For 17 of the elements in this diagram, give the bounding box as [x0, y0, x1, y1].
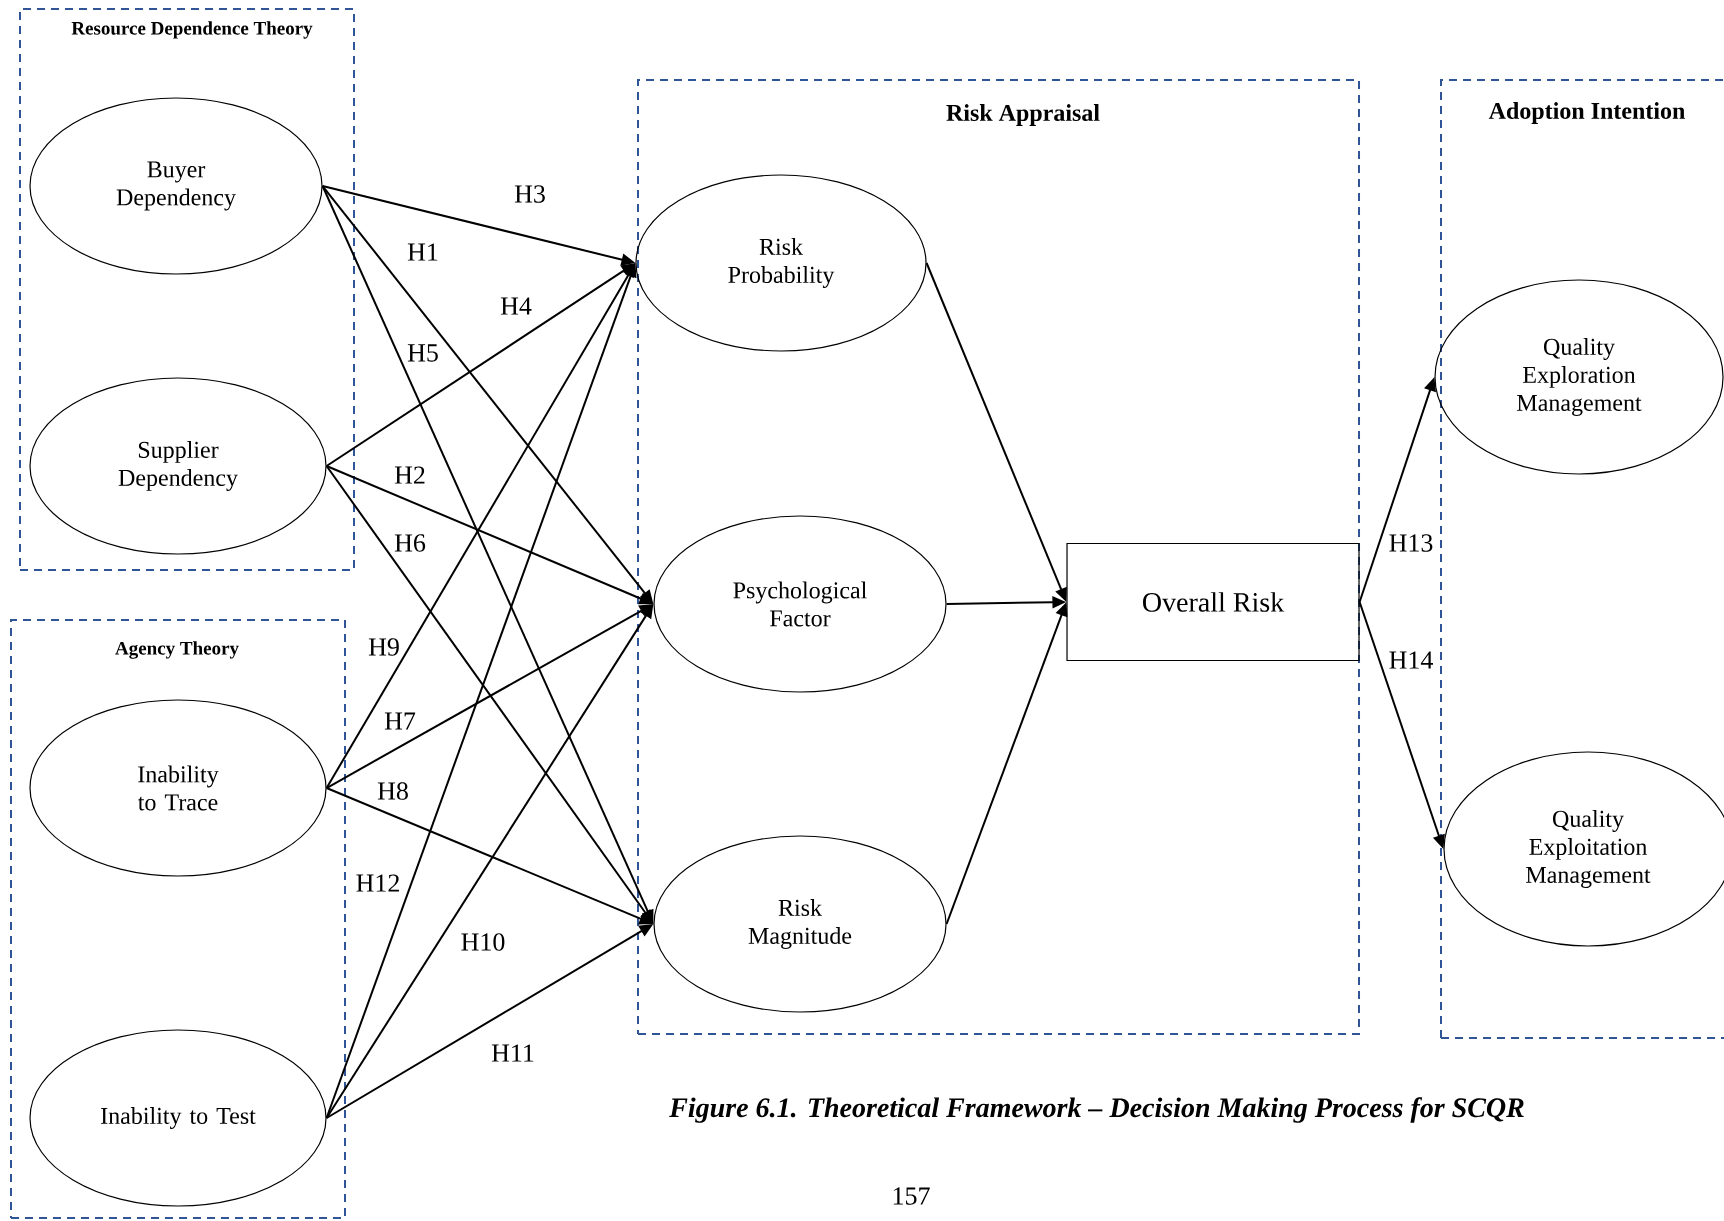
- edge-label: H6: [392, 532, 428, 554]
- page-number: 157: [893, 1187, 930, 1205]
- edge-label: H14: [1386, 649, 1436, 671]
- edge-label: H2: [392, 464, 428, 486]
- edge-label: H5: [405, 342, 441, 364]
- edge-label: H13: [1386, 532, 1436, 554]
- edge-label: H11: [489, 1042, 537, 1064]
- edge-label: H1: [405, 241, 441, 263]
- figure-caption: Figure 6.1. Theoretical Framework – Decision Making Process for SCQR: [669, 1097, 1524, 1123]
- edge-label: H12: [353, 872, 403, 894]
- edge-label: H8: [375, 780, 411, 802]
- edge-label: H7: [382, 710, 418, 732]
- edge-label: H9: [366, 636, 402, 658]
- process-box: Overall Risk: [1066, 542, 1360, 662]
- edge-label: H4: [498, 295, 534, 317]
- edge-label: H10: [458, 931, 508, 953]
- edge-label: H3: [512, 183, 548, 205]
